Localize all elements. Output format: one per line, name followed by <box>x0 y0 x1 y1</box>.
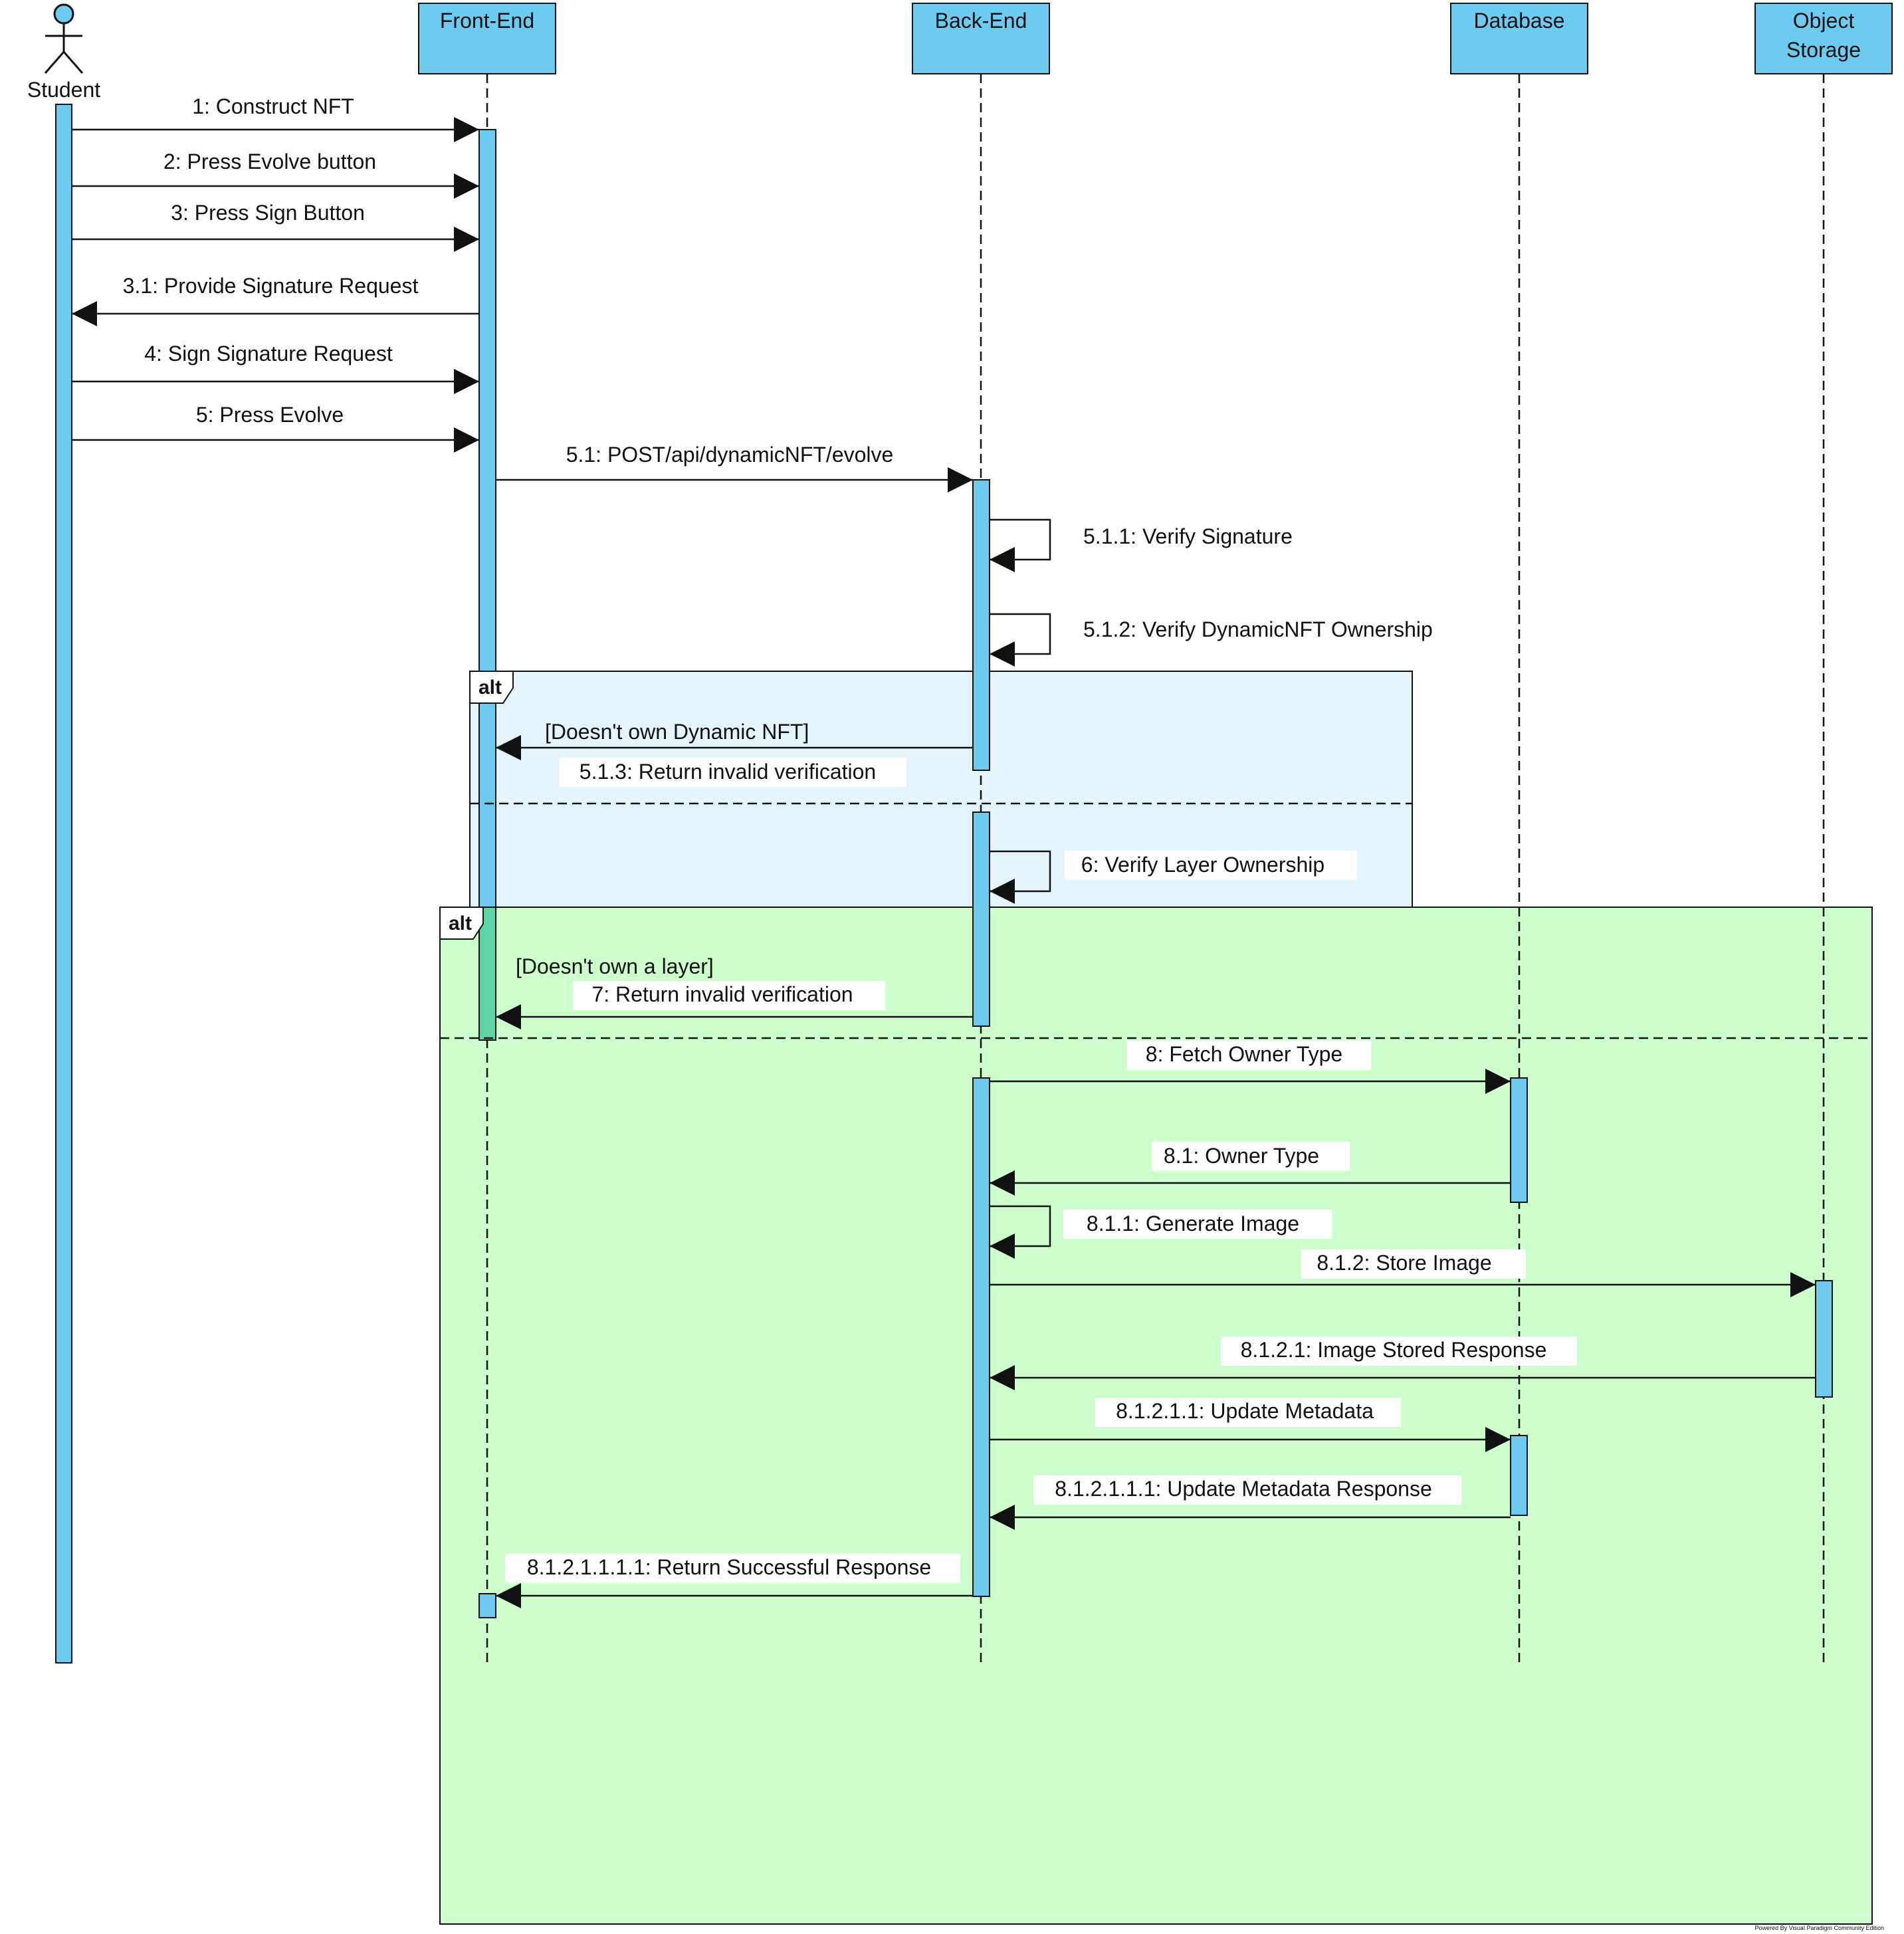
powered-by-footer: Powered By Visual Paradigm Community Edi… <box>1755 1925 1884 1931</box>
message-6-arrow <box>990 850 1051 904</box>
alt-ownership-tab <box>469 671 514 704</box>
label-bg-8-1-2 <box>1301 1249 1526 1279</box>
alt-ownership-operator: alt <box>478 677 502 698</box>
activation-database-2 <box>1510 1435 1528 1516</box>
activation-frontend-final <box>478 1593 496 1618</box>
label-bg-8 <box>1126 1041 1371 1070</box>
participant-frontend-box <box>418 3 556 74</box>
actor-student-label: Student <box>27 78 100 102</box>
message-5-label: 5: Press Evolve <box>196 403 344 427</box>
alt-layer-guard: [Doesn't own a layer] <box>516 954 714 978</box>
participant-backend-label: Back-End <box>935 9 1027 33</box>
message-3-label: 3: Press Sign Button <box>171 201 365 225</box>
message-8-1-1-arrow <box>990 1205 1051 1259</box>
message-7-label: 7: Return invalid verification <box>591 982 853 1006</box>
activation-student <box>55 104 72 1664</box>
message-8-1-2-1-1-1-1-label: 8.1.2.1.1.1.1: Return Successful Respons… <box>527 1555 931 1579</box>
activation-frontend-overlap <box>478 907 496 1041</box>
participant-storage-box <box>1754 3 1893 74</box>
label-bg-8-1-2-1-1-1 <box>1033 1475 1461 1505</box>
message-6-label: 6: Verify Layer Ownership <box>1081 853 1324 877</box>
participant-storage-label-line2: Storage <box>1786 38 1861 62</box>
participant-database-label: Database <box>1474 9 1565 33</box>
participant-storage-label-line1: Object <box>1793 9 1855 33</box>
alt-layer-tab <box>439 907 484 940</box>
label-bg-8-1-2-1-1 <box>1095 1398 1401 1427</box>
message-8-1-label: 8.1: Owner Type <box>1164 1144 1319 1168</box>
label-bg-7 <box>573 981 885 1010</box>
message-8-1-2-1-1-1-label: 8.1.2.1.1.1: Update Metadata Response <box>1055 1477 1432 1501</box>
label-bg-8-1-2-1-1-1-1 <box>505 1554 960 1583</box>
alt-layer-operator: alt <box>449 913 472 934</box>
student-actor-icon <box>44 3 84 74</box>
message-8-1-1-label: 8.1.1: Generate Image <box>1087 1212 1299 1236</box>
activation-storage <box>1815 1280 1833 1398</box>
message-5-1-2-label: 5.1.2: Verify DynamicNFT Ownership <box>1083 617 1433 641</box>
message-5-1-1-arrow <box>990 518 1051 572</box>
message-8-1-2-label: 8.1.2: Store Image <box>1317 1251 1491 1275</box>
activation-backend-3 <box>972 1077 990 1597</box>
message-8-label: 8: Fetch Owner Type <box>1146 1042 1342 1066</box>
label-bg-8-1-2-1 <box>1221 1337 1577 1366</box>
message-5-1-3-label: 5.1.3: Return invalid verification <box>580 760 876 784</box>
message-1-label: 1: Construct NFT <box>192 94 354 118</box>
activation-backend-2 <box>972 811 990 1027</box>
label-bg-8-1-1 <box>1063 1210 1332 1239</box>
message-5-1-label: 5.1: POST/api/dynamicNFT/evolve <box>566 443 894 467</box>
message-5-1-1-label: 5.1.1: Verify Signature <box>1083 524 1293 548</box>
participant-frontend-label: Front-End <box>440 9 534 33</box>
message-5-1-2-arrow <box>990 613 1051 667</box>
alt-ownership-guard: [Doesn't own Dynamic NFT] <box>545 720 809 744</box>
message-8-1-2-1-1-label: 8.1.2.1.1: Update Metadata <box>1116 1399 1374 1423</box>
activation-frontend-main <box>478 129 496 1041</box>
label-bg-6 <box>1065 851 1357 880</box>
activation-backend-1 <box>972 479 990 771</box>
message-8-1-2-1-label: 8.1.2.1: Image Stored Response <box>1241 1338 1547 1362</box>
label-bg-5-1-3 <box>560 758 906 787</box>
message-4-label: 4: Sign Signature Request <box>144 342 393 366</box>
message-3-1-label: 3.1: Provide Signature Request <box>123 274 419 298</box>
participant-backend-box <box>912 3 1050 74</box>
label-bg-8-1 <box>1152 1142 1350 1171</box>
activation-database-1 <box>1510 1077 1528 1203</box>
message-2-label: 2: Press Evolve button <box>163 150 376 173</box>
